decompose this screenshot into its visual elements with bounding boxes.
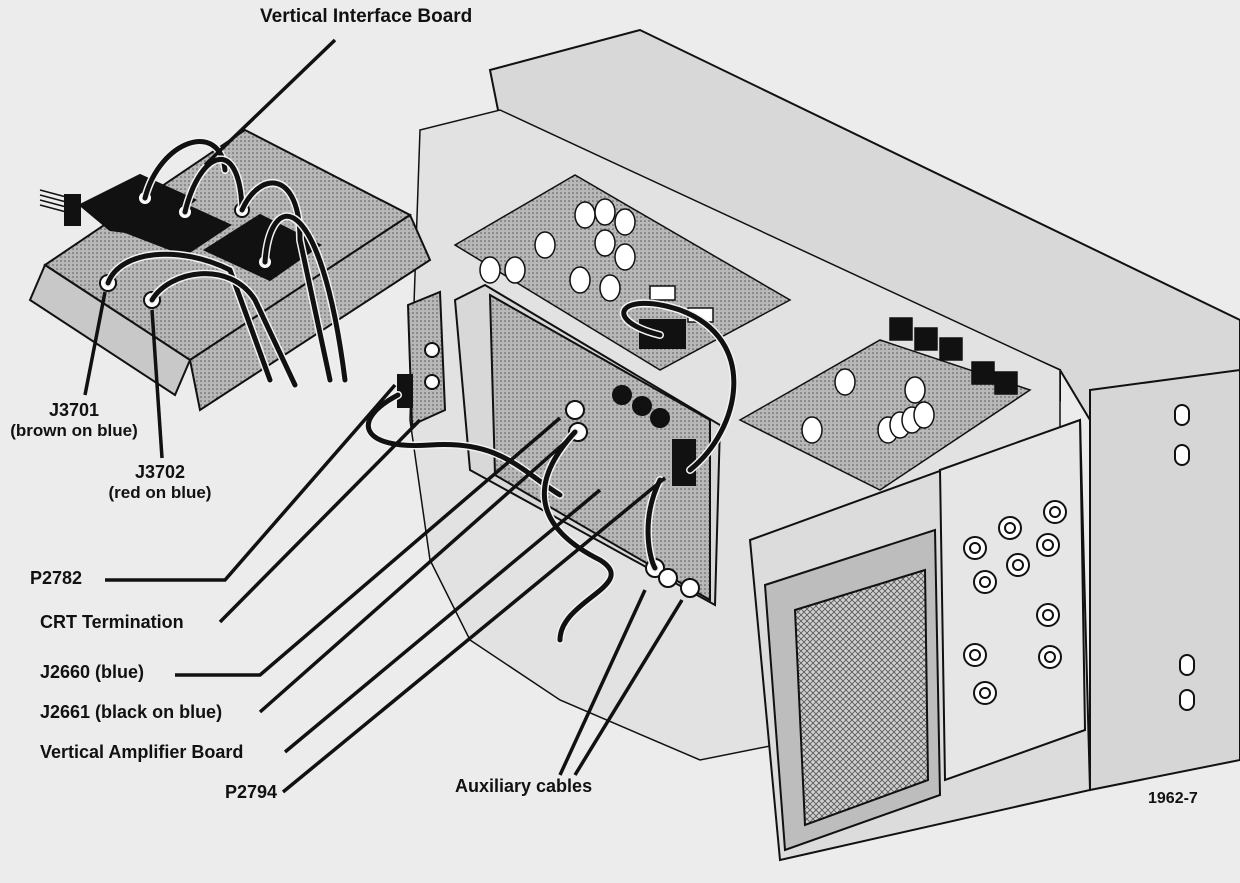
label-j3702-color: (red on blue) [108, 482, 212, 502]
label-j3701-name: J3701 [48, 400, 100, 420]
label-j2660: J2660 (blue) [40, 662, 145, 682]
interconnect-cables [104, 137, 738, 644]
leader-p2794 [281, 476, 667, 794]
leader-p2782 [105, 383, 397, 582]
label-vertical-interface-board: Vertical Interface Board [260, 6, 473, 27]
leader-j3701 [83, 291, 107, 396]
leader-auxiliary-cables-2 [573, 599, 684, 776]
vertical-interface-board [28, 128, 432, 412]
lower-internal-board [738, 317, 1032, 491]
leader-j2661 [258, 436, 572, 714]
leader-j2660 [175, 416, 562, 677]
label-vertical-amplifier-board: Vertical Amplifier Board [40, 742, 244, 762]
leader-j3702 [150, 309, 164, 459]
vertical-amplifier-board [453, 283, 722, 607]
crt-termination-board [397, 290, 447, 427]
leader-vertical-interface-board [203, 38, 337, 167]
leader-crt-termination [218, 418, 422, 624]
front-panel-connectors [963, 500, 1067, 705]
label-j3701-color: (brown on blue) [10, 420, 138, 440]
label-j3702-name: J3702 [134, 462, 186, 482]
figure-number: 1962-7 [1148, 790, 1198, 807]
label-j2661: J2661 (black on blue) [40, 702, 223, 722]
label-auxiliary-cables: Auxiliary cables [455, 776, 593, 796]
leader-lines [83, 38, 684, 794]
label-p2794: P2794 [225, 782, 278, 802]
label-p2782: P2782 [30, 568, 83, 588]
label-crt-termination: CRT Termination [40, 612, 184, 632]
label-j3702: J3702 (red on blue) [95, 462, 225, 502]
leader-vertical-amplifier-board [283, 488, 602, 754]
label-j3701: J3701 (brown on blue) [4, 400, 144, 440]
leader-auxiliary-cables-1 [558, 589, 647, 776]
ribbon-cable [39, 189, 71, 214]
